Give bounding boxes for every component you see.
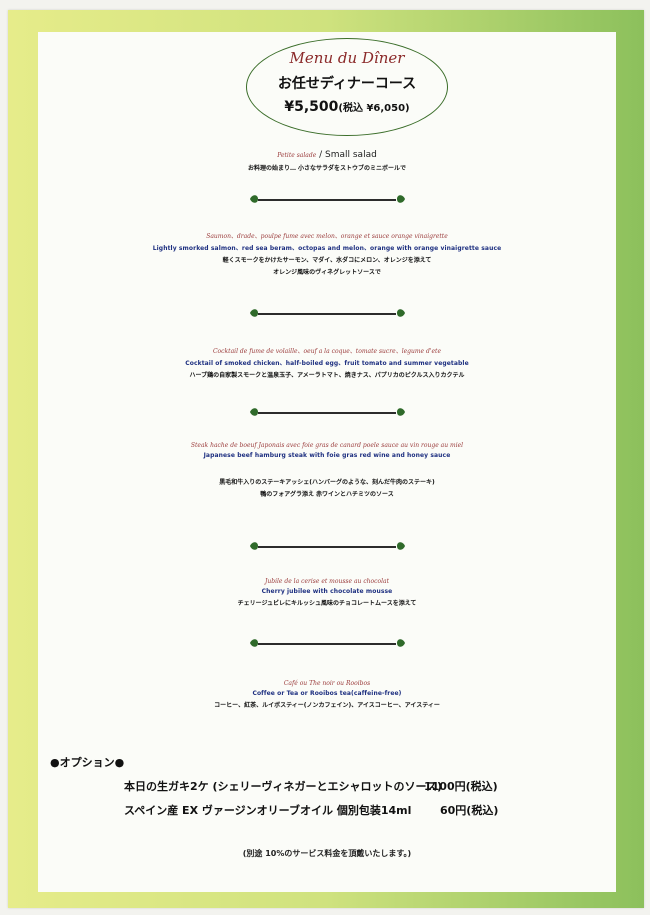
course-french-name: Saumon、drade、poulpe fume avec melon、oran… xyxy=(206,233,448,240)
course-english-name: Japanese beef hamburg steak with foie gr… xyxy=(203,452,451,459)
menu-sheet: Menu du Dîner お任せディナーコース ¥5,500(税込 ¥6,05… xyxy=(8,10,644,908)
leaf-icon xyxy=(250,408,258,416)
leaf-icon xyxy=(397,309,405,317)
leaf-icon xyxy=(397,195,405,203)
options-title: ●オプション● xyxy=(50,756,125,769)
option-olive-oil-price: 60円(税込) xyxy=(440,804,499,817)
leaf-icon xyxy=(250,542,258,550)
menu-script-title: Menu du Dîner xyxy=(289,49,405,67)
course-french-name: Cocktail de fume de volaille、oeuf a la c… xyxy=(212,348,442,355)
leaf-icon xyxy=(397,408,405,416)
option-oysters-price: 1100円(税込) xyxy=(424,780,498,793)
course-english-name: Coffee or Tea or Rooibos tea(caffeine-fr… xyxy=(252,690,402,697)
course-price: ¥5,500(税込 ¥6,050) xyxy=(247,99,447,115)
course-cocktail: Cocktail de fume de volaille、oeuf a la c… xyxy=(38,346,616,379)
course-japanese-desc: 軽くスモークをかけたサーモン、マダイ、水ダコにメロン、オレンジを添えて xyxy=(222,257,432,264)
course-japanese-desc: お料理の始まり… 小さなサラダをストウブのミニボールで xyxy=(247,165,407,172)
price-value: ¥5,500 xyxy=(284,99,339,115)
leaf-icon xyxy=(397,542,405,550)
course-dessert: Jubile de la cerise et mousse au chocola… xyxy=(38,578,616,607)
leaf-icon xyxy=(397,639,405,647)
course-salad: Petite salade / Small salad お料理の始まり… 小さな… xyxy=(38,150,616,172)
divider xyxy=(38,407,616,419)
course-title: お任せディナーコース xyxy=(277,76,417,92)
divider xyxy=(38,638,616,650)
divider xyxy=(38,194,616,206)
course-japanese-desc: 鴨のフォアグラ添え 赤ワインとハチミツのソース xyxy=(260,491,394,498)
divider xyxy=(38,308,616,320)
course-japanese-desc: チェリージュビレにキルッシュ風味のチョコレートムースを添えて xyxy=(237,600,417,607)
course-japanese-desc: ハーブ鶏の自家製スモークと温泉玉子、アメーラトマト、焼きナス、パプリカのピクルス… xyxy=(189,372,465,379)
course-english-name: Cherry jubilee with chocolate mousse xyxy=(261,588,393,595)
course-english-name: Lightly smorked salmon、red sea beram、oct… xyxy=(152,245,502,252)
leaf-icon xyxy=(250,309,258,317)
course-japanese-desc: オレンジ風味のヴィネグレットソースで xyxy=(273,269,381,276)
course-drink: Café ou The noir ou Rooibos Coffee or Te… xyxy=(38,680,616,709)
course-french-name: Jubile de la cerise et mousse au chocola… xyxy=(264,578,390,585)
course-japanese-desc: コーヒー、紅茶、ルイボスティー(ノンカフェイン)、アイスコーヒー、アイスティー xyxy=(214,702,440,709)
course-french-name: Petite salade / Small salad xyxy=(277,150,377,160)
divider xyxy=(38,541,616,553)
course-japanese-desc: 黒毛和牛入りのステーキアッシェ(ハンバーグのような、刻んだ牛肉のステーキ) xyxy=(219,479,435,486)
course-french-name: Café ou The noir ou Rooibos xyxy=(283,680,371,687)
leaf-icon xyxy=(250,195,258,203)
course-english-name: Cocktail of smoked chicken、half-boiled e… xyxy=(185,360,469,367)
service-charge-note: (別途 10%のサービス料金を頂戴いたします。) xyxy=(242,849,412,858)
option-oysters: 本日の生ガキ2ケ (シェリーヴィネガーとエシャロットのソース) xyxy=(124,780,442,793)
menu-card: Menu du Dîner お任せディナーコース ¥5,500(税込 ¥6,05… xyxy=(38,32,616,892)
course-french-name: Steak hache de boeuf Japonais avec foie … xyxy=(190,442,464,449)
course-salmon: Saumon、drade、poulpe fume avec melon、oran… xyxy=(38,231,616,276)
header-oval: Menu du Dîner お任せディナーコース ¥5,500(税込 ¥6,05… xyxy=(246,38,448,136)
leaf-icon xyxy=(250,639,258,647)
course-english-name: Small salad xyxy=(325,150,377,160)
price-tax: (税込 ¥6,050) xyxy=(338,103,410,114)
option-olive-oil: スペイン産 EX ヴァージンオリーブオイル 個別包装14ml xyxy=(124,804,412,817)
course-steak: Steak hache de boeuf Japonais avec foie … xyxy=(38,442,616,498)
